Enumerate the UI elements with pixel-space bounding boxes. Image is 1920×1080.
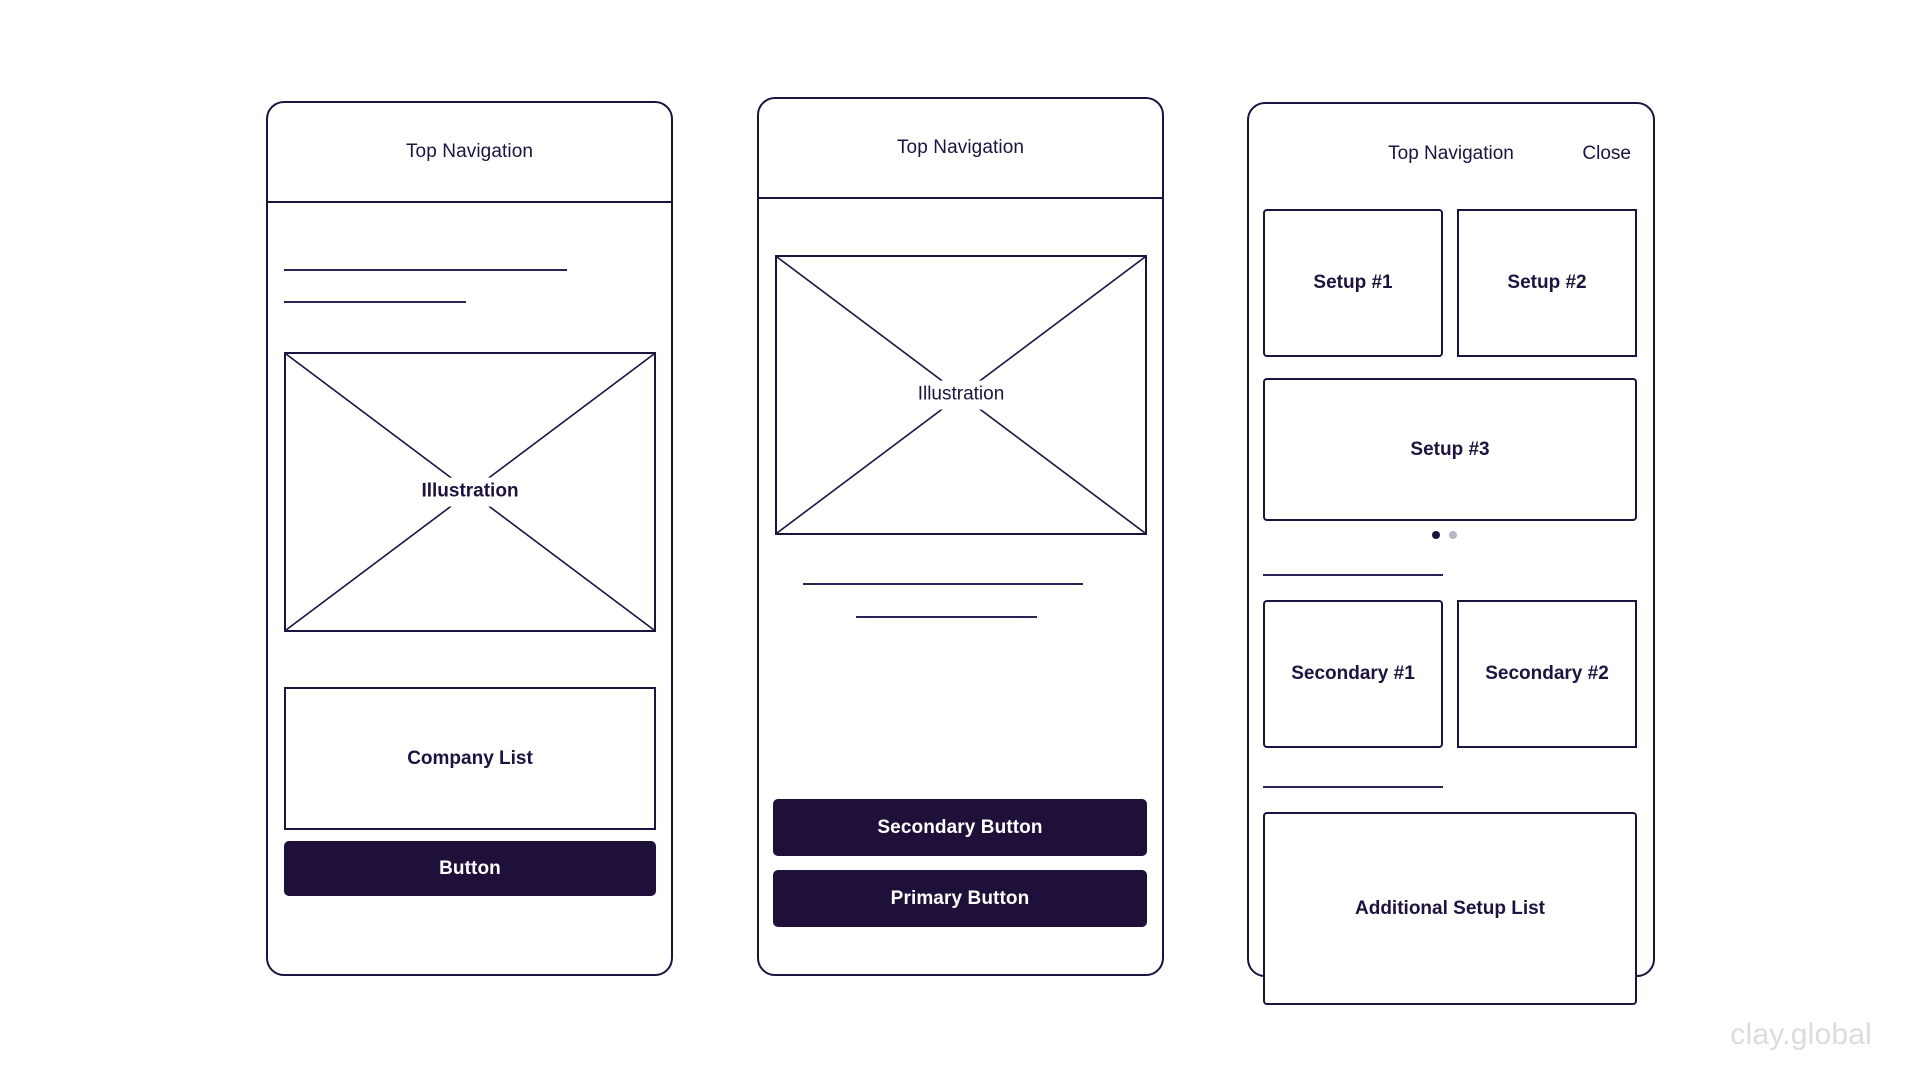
primary-button-1[interactable]: Button — [284, 841, 656, 896]
company-list-label: Company List — [407, 747, 533, 769]
primary-button-2[interactable]: Primary Button — [773, 870, 1147, 927]
secondary-card-2[interactable]: Secondary #2 — [1457, 600, 1637, 748]
carousel-dot-1[interactable] — [1432, 531, 1440, 539]
setup-card-1[interactable]: Setup #1 — [1263, 209, 1443, 357]
additional-setup-list-label: Additional Setup List — [1355, 897, 1545, 919]
secondary-button-2[interactable]: Secondary Button — [773, 799, 1147, 856]
secondary-button-2-label: Secondary Button — [877, 816, 1043, 838]
phone-screen-2: Top Navigation Illustration Secondary Bu… — [757, 97, 1164, 976]
watermark: clay.global — [1730, 1018, 1872, 1051]
secondary-card-1[interactable]: Secondary #1 — [1263, 600, 1443, 748]
secondary-card-1-label: Secondary #1 — [1291, 663, 1415, 684]
top-navigation-bar-2[interactable]: Top Navigation — [759, 99, 1162, 199]
phone-screen-1: Top Navigation Illustration Company List… — [266, 101, 673, 976]
setup-card-3-label: Setup #3 — [1410, 438, 1490, 460]
carousel-dot-2[interactable] — [1449, 531, 1457, 539]
text-placeholder-line-1a — [284, 269, 567, 271]
text-placeholder-line-2a — [803, 583, 1083, 585]
setup-card-2-label: Setup #2 — [1507, 272, 1587, 293]
text-placeholder-line-2b — [856, 616, 1037, 618]
top-navigation-bar-1[interactable]: Top Navigation — [268, 103, 671, 203]
secondary-card-2-label: Secondary #2 — [1485, 663, 1609, 684]
section-divider-2 — [1263, 786, 1443, 788]
phone-screen-3: Top Navigation Close Setup #1 Setup #2 S… — [1247, 102, 1655, 1005]
top-navigation-title-2: Top Navigation — [896, 137, 1025, 158]
setup-card-3[interactable]: Setup #3 — [1263, 378, 1637, 521]
primary-button-1-label: Button — [439, 857, 501, 879]
primary-button-2-label: Primary Button — [890, 887, 1030, 909]
setup-card-1-label: Setup #1 — [1313, 272, 1393, 293]
company-list-card[interactable]: Company List — [284, 687, 656, 830]
illustration-label-2: Illustration — [777, 380, 1145, 410]
top-navigation-title-1: Top Navigation — [405, 141, 534, 162]
illustration-placeholder-2[interactable]: Illustration — [775, 255, 1147, 535]
text-placeholder-line-1b — [284, 301, 466, 303]
additional-setup-list-card[interactable]: Additional Setup List — [1263, 812, 1637, 1005]
close-button[interactable]: Close — [1582, 143, 1631, 164]
carousel-dots[interactable] — [1432, 531, 1457, 539]
section-divider-1 — [1263, 574, 1443, 576]
setup-card-2[interactable]: Setup #2 — [1457, 209, 1637, 357]
illustration-label-1: Illustration — [286, 477, 654, 507]
top-navigation-bar-3: Top Navigation Close — [1249, 104, 1653, 204]
illustration-placeholder-1[interactable]: Illustration — [284, 352, 656, 632]
